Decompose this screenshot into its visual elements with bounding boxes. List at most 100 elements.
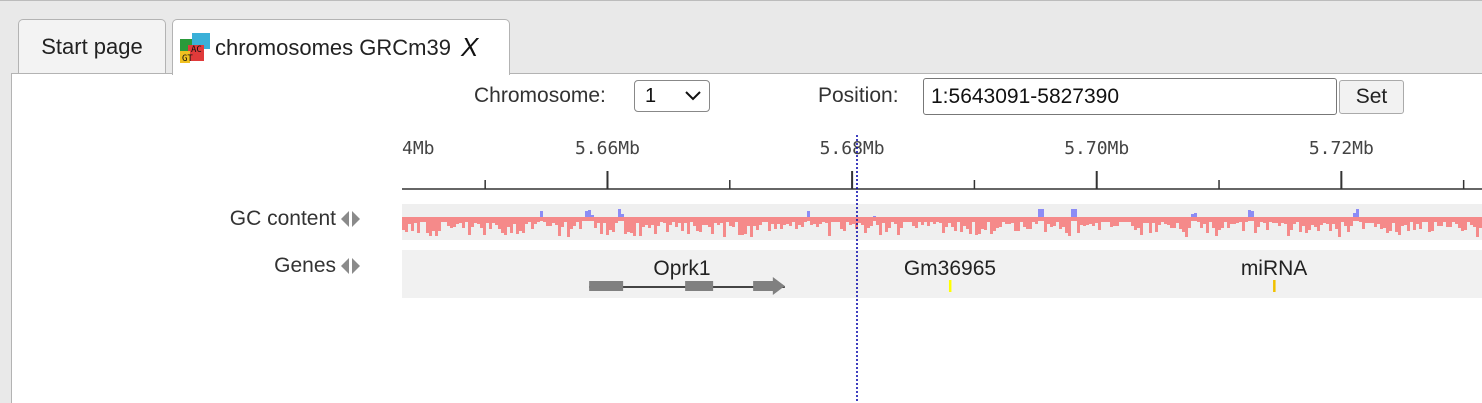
gc-content-left-arrow-icon[interactable] [341, 211, 349, 227]
gc-bar-low [1305, 218, 1308, 233]
tab-start-page[interactable]: Start page [18, 19, 166, 73]
gc-bar-low [1335, 218, 1338, 229]
gc-bar-low [1254, 218, 1257, 233]
gc-bar-low [531, 218, 534, 229]
track-label-genes: Genes [274, 254, 336, 277]
gc-bar-high [1248, 210, 1251, 220]
gc-bar-low [1155, 218, 1158, 232]
gc-bar-low [1029, 218, 1032, 229]
gc-bar-low [1170, 218, 1173, 228]
gc-bar-low [1065, 218, 1068, 233]
gc-bar-low [1287, 218, 1290, 236]
gc-bar-low [1302, 218, 1305, 226]
tab-start-page-label: Start page [41, 33, 143, 59]
gc-bar-low [759, 218, 762, 225]
gc-bar-low [1116, 218, 1119, 226]
gc-bar-low [627, 218, 630, 232]
gc-bar-low [1473, 218, 1476, 227]
genes-arrows [341, 258, 360, 274]
gc-bar-low [1311, 218, 1314, 225]
gc-bar-low [750, 218, 753, 237]
gc-bar-low [849, 218, 852, 225]
gc-bar-low [888, 218, 891, 228]
gc-bar-low [1329, 218, 1332, 231]
gc-bar-low [885, 218, 888, 232]
tab-chromosomes[interactable]: AC GT chromosomes GRCm39 X [172, 19, 510, 75]
position-input[interactable]: 1:5643091-5827390 [923, 78, 1337, 115]
gc-bar-low [699, 218, 702, 232]
tab-bar: Start page AC GT chromosomes GRCm39 X [0, 0, 1482, 75]
gene-label: Oprk1 [653, 257, 710, 280]
gc-bar-low [1446, 218, 1449, 227]
gc-bar-low [975, 218, 978, 235]
gc-bar-low [1395, 218, 1398, 232]
gc-bar-low [1134, 218, 1137, 230]
gc-bar-low [1206, 218, 1209, 233]
genes-right-arrow-icon[interactable] [352, 258, 360, 274]
gc-bar-low [510, 218, 513, 233]
gc-bar-low [1014, 218, 1017, 231]
gc-bar-low [1023, 218, 1026, 227]
gc-bar-low [768, 218, 771, 231]
gc-bar-low [738, 218, 741, 235]
gc-bar-low [1386, 218, 1389, 233]
gc-bar-low [1068, 218, 1071, 236]
gc-bar-low [1314, 218, 1317, 227]
genes-left-arrow-icon[interactable] [341, 258, 349, 274]
gene-label: miRNA [1241, 257, 1308, 280]
gc-bar-low [990, 218, 993, 234]
gc-bar-low [705, 218, 708, 225]
gc-bar-low [1401, 218, 1404, 226]
gc-bar-low [951, 218, 954, 227]
gc-bar-low [612, 218, 615, 232]
gc-bar-low [1026, 218, 1029, 229]
gc-bar-low [840, 218, 843, 229]
gc-bar-low [1158, 218, 1161, 225]
gc-bar-low [1299, 218, 1302, 232]
gc-bar-low [978, 218, 981, 234]
gc-bar-low [561, 218, 564, 227]
gc-bar-low [429, 218, 432, 236]
gc-bar-low [996, 218, 999, 228]
gc-content-right-arrow-icon[interactable] [352, 211, 360, 227]
gc-bar-low [1362, 218, 1365, 229]
gc-bar-low [774, 218, 777, 229]
gc-bar-low [897, 218, 900, 235]
gc-bar-low [450, 218, 453, 228]
gc-bar-low [780, 218, 783, 229]
gc-bar-low [744, 218, 747, 234]
gc-bar-low [468, 218, 471, 235]
gc-bar-low [1242, 218, 1245, 231]
gc-bar-low [816, 218, 819, 227]
gc-bar-low [810, 218, 813, 225]
gene-marker [1273, 280, 1276, 292]
gc-bar-low [753, 218, 756, 226]
gc-bar-low [480, 218, 483, 228]
gc-bar-low [498, 218, 501, 229]
chevron-down-icon [685, 91, 701, 101]
gc-bar-low [609, 218, 612, 230]
chromosome-select[interactable]: 1 [634, 80, 710, 112]
gc-bar-low [495, 218, 498, 225]
gc-bar-low [522, 218, 525, 233]
gc-bar-high [1353, 213, 1356, 220]
gc-bar-low [1413, 218, 1416, 230]
gc-bar-low [675, 218, 678, 227]
gc-bar-low [471, 218, 474, 227]
gc-bar-low [1131, 218, 1134, 226]
gc-bar-high [618, 209, 621, 220]
set-button[interactable]: Set [1339, 80, 1404, 114]
gc-bar-low [1344, 218, 1347, 226]
gc-bar-low [1137, 218, 1140, 228]
gc-bar-low [912, 218, 915, 226]
gc-bar-low [1200, 218, 1203, 228]
close-tab-button[interactable]: X [460, 32, 479, 62]
gc-bar-low [504, 218, 507, 235]
gc-bar-low [516, 218, 519, 234]
gc-bar-low [828, 218, 831, 236]
gc-bar-low [1086, 218, 1089, 225]
gc-bar-low [756, 218, 759, 230]
gc-bar-low [1167, 218, 1170, 225]
